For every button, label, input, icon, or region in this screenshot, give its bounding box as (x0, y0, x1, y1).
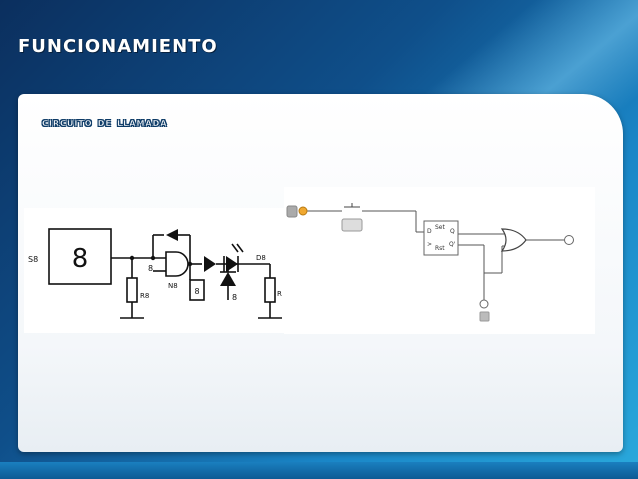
diode-vertical (220, 272, 236, 286)
input-led (298, 206, 308, 216)
ff-qbar-label: Q' (449, 241, 456, 248)
or-gate (500, 228, 527, 252)
led-ray-2 (236, 243, 244, 253)
display-digit: 8 (72, 244, 89, 274)
small-box (189, 279, 205, 301)
flip-flop (423, 220, 459, 256)
slide-title: FUNCIONAMIENTO (18, 29, 218, 58)
slide-subtitle: CIRCUITO DE LLAMADA (42, 115, 168, 129)
diode-label: 8 (232, 293, 237, 302)
n-label: N8 (168, 282, 178, 290)
node-left (129, 255, 135, 261)
gate-input-label: 8 (148, 264, 153, 273)
ff-set-label: Set (435, 224, 446, 231)
bottom-bar (0, 462, 638, 479)
s-label: S8 (28, 255, 38, 264)
led-diode (226, 256, 238, 272)
and-gate (165, 251, 189, 277)
push-button[interactable] (341, 218, 363, 232)
resistor-right (264, 277, 276, 303)
logic-background (284, 187, 595, 334)
diode-series (204, 256, 216, 272)
ff-q-label: Q (450, 228, 455, 235)
bottom-node (479, 299, 489, 309)
node-vdiode (225, 261, 231, 267)
call-circuit-schematic: 8 S8 R8 8 N8 8 8 D8 R (24, 208, 284, 333)
r-left-label: R8 (140, 292, 149, 300)
box-label: 8 (194, 287, 199, 296)
node-mid (150, 255, 156, 261)
resistor-left (126, 277, 138, 303)
led-ray-1 (231, 243, 239, 253)
diode-bypass (166, 229, 178, 241)
ff-rst-label: Rst (435, 245, 445, 252)
bottom-toggle[interactable] (479, 311, 490, 322)
ff-d-label: D (427, 228, 432, 235)
node-gate (187, 261, 193, 267)
input-toggle[interactable] (286, 205, 298, 218)
ff-clk-label: > (427, 241, 432, 248)
logic-simulation-diagram: D Set Q > Rst Q' (284, 187, 595, 334)
display-box (48, 228, 112, 285)
d-label: D8 (256, 254, 266, 262)
output-node (564, 235, 574, 245)
r-right-label: R (277, 290, 282, 298)
